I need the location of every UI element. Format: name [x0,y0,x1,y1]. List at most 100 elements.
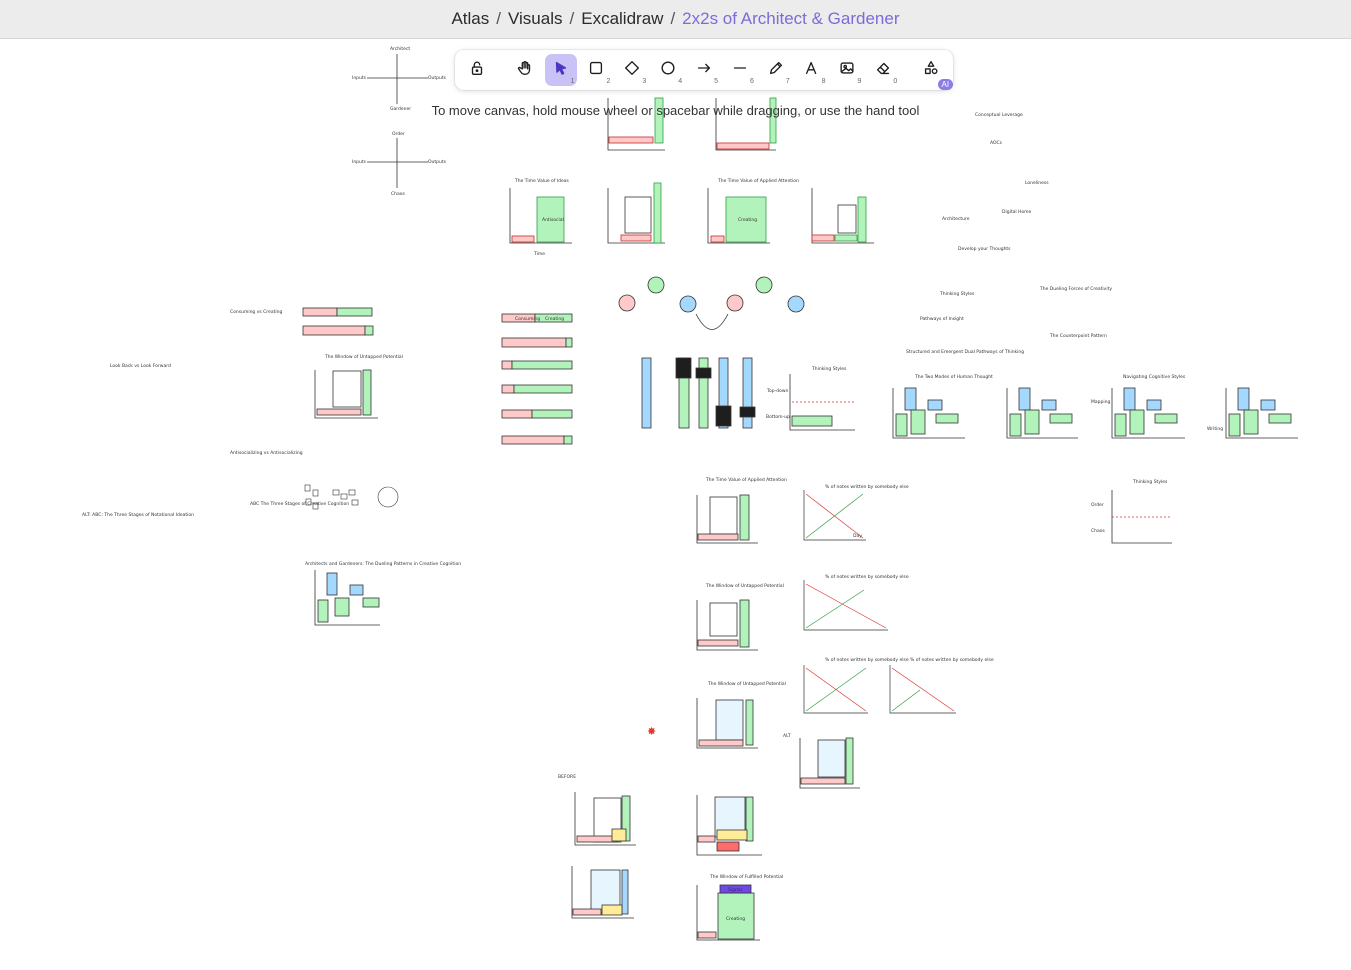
drawing-canvas[interactable]: Architect Gardener Inputs Outputs Order … [0,39,1351,970]
label-inputs-2: Inputs [352,159,367,165]
label-time-value-attention-2: The Time Value of Applied Attention [705,477,787,483]
left-window-chart [314,369,378,419]
shortcut-key: 6 [749,78,754,85]
label-alt-short: ALT [783,733,791,739]
label-digital-home: Digital Home [1002,209,1032,215]
shortcut-key: 2 [606,78,611,85]
label-thinking-styles-3: Thinking Styles [1132,479,1168,485]
eraser-tool-button[interactable]: 0 [867,54,899,86]
label-window-left: The Window of Untapped Potential [324,354,403,360]
line-icon [731,59,749,81]
label-gardener: Gardener [390,106,411,112]
shortcut-key: 3 [642,78,647,85]
breadcrumb-current-page[interactable]: 2x2s of Architect & Gardener [682,9,900,28]
line-tool-button[interactable]: 6 [724,54,756,86]
label-time: Time [533,251,545,257]
center-vertical-charts [571,494,860,941]
canvas-drawing: Architect Gardener Inputs Outputs Order … [82,46,1298,941]
shortcut-key: 8 [821,78,826,85]
arrow-tool-button[interactable]: 5 [688,54,720,86]
label-thinking-styles-2: Thinking Styles [939,291,975,297]
block-charts-right [892,387,1298,439]
percent-notes-charts [803,490,956,714]
hand-icon [516,59,534,81]
label-structured: Structured and Emergent Dual Pathways of… [906,349,1024,355]
breadcrumb-separator: / [670,9,676,28]
label-writing: Writing [1207,426,1223,432]
lock-icon [468,59,486,81]
image-icon [838,59,856,81]
ellipse-icon [659,59,677,81]
shortcut-key: 4 [678,78,683,85]
rectangle-tool-button[interactable]: 2 [581,54,613,86]
label-navigating: Navigating Cognitive Styles [1123,374,1186,380]
thinking-styles-chart [789,374,855,431]
rectangle-icon [587,59,605,81]
label-architecture: Architecture [942,216,970,222]
label-time-value-attention: The Time Value of Applied Attention [717,178,799,184]
breadcrumb: Atlas / Visuals / Excalidraw / 2x2s of A… [0,0,1351,39]
image-tool-button[interactable]: 9 [832,54,864,86]
label-percent-notes-2: % of notes written by somebody else [825,574,909,580]
text-icon [803,59,821,81]
breadcrumb-item-atlas[interactable]: Atlas [451,9,490,28]
label-time-value-ideas: The Time Value of Ideas [514,178,570,184]
label-look-back: Look Back vs Look Forward [110,363,171,369]
cycle-circles [618,276,805,330]
label-order: Order [392,131,405,137]
label-two-modes: The Two Modes of Human Thought [914,374,993,380]
label-counterpoint: The Counterpoint Pattern [1049,333,1107,339]
label-fulfilled: The Window of Fulfilled Potential [709,874,783,880]
label-outputs: Outputs [428,75,447,81]
ellipse-tool-button[interactable]: 4 [652,54,684,86]
label-outputs-2: Outputs [428,159,447,165]
hand-tool-button[interactable] [509,54,541,86]
label-bottom-up: Bottom-up [766,414,790,420]
abc-diagram [304,484,399,510]
breadcrumb-item-visuals[interactable]: Visuals [508,9,563,28]
label-creating-bar: Creating [545,316,564,322]
consuming-creating-bars [302,307,573,445]
draw-tool-button[interactable]: 7 [760,54,792,86]
label-aocs: AOCs [990,140,1003,146]
breadcrumb-separator: / [496,9,501,28]
breadcrumb-item-excalidraw[interactable]: Excalidraw [581,9,664,28]
text-tool-button[interactable]: 8 [796,54,828,86]
label-architect: Architect [390,46,410,52]
ai-badge: AI [937,79,954,90]
pointer-icon [552,59,570,81]
label-top-down: Top-down [766,388,789,394]
shortcut-key: 9 [857,78,862,85]
label-thinking-styles: Thinking Styles [811,366,847,372]
red-star-marker: ✸ [647,725,657,738]
label-inputs: Inputs [352,75,367,81]
diamond-icon [623,59,641,81]
eraser-icon [874,59,892,81]
label-conceptual: Conceptual Leverage [975,112,1023,118]
diamond-tool-button[interactable]: 3 [616,54,648,86]
order-chaos-chart [1111,490,1172,544]
selection-tool-button[interactable]: 1 [544,54,577,86]
shapes-icon [922,59,940,81]
label-loneliness: Loneliness [1025,180,1049,186]
label-abc: ABC The Three Stages of Creative Cogniti… [250,501,349,507]
label-signal: Signal [728,887,742,893]
label-dueling-forces: The Dueling Forces of Creativity [1039,286,1112,292]
label-architects-gardeners: Architects and Gardeners: The Dueling Pa… [305,561,461,567]
label-consuming-bar: Consuming [515,316,540,322]
shortcut-key: 0 [893,78,898,85]
label-percent-notes-3: % of notes written by somebody else [825,657,909,663]
shortcut-key: 5 [714,78,718,85]
label-window-2: The Window of Untapped Potential [705,583,784,589]
label-before: BEFORE [558,774,576,780]
label-creating-big: Creating [726,916,745,922]
label-percent-notes: % of notes written by somebody else [825,484,909,490]
label-order-2: Order [1091,502,1104,508]
label-develop: Develop your Thoughts [958,246,1011,252]
label-creating: Creating [738,217,757,223]
breadcrumb-separator: / [569,9,575,28]
shortcut-key: 1 [570,78,575,85]
label-chaos-2: Chaos [1091,528,1106,534]
ai-tools-button[interactable]: AI [915,54,954,90]
lock-tool-button[interactable] [461,54,493,86]
